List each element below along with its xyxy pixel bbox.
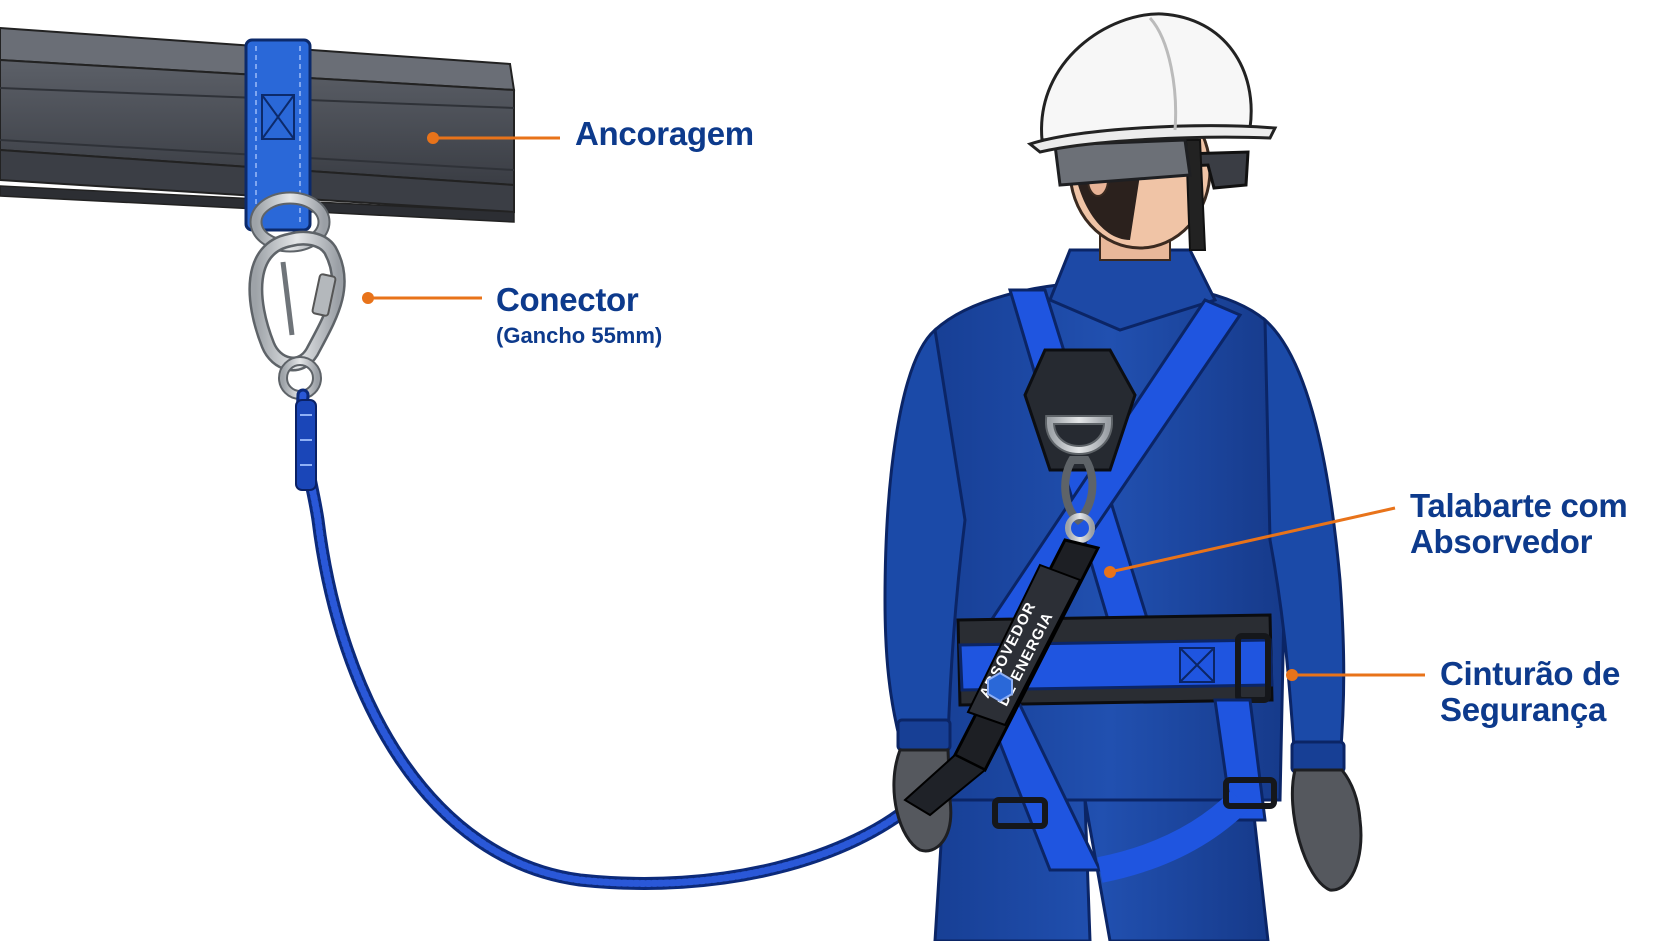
label-lanyard-line1: Talabarte com <box>1410 487 1628 524</box>
label-lanyard-line2: Absorvedor <box>1410 523 1593 561</box>
carabiner-icon <box>248 191 346 400</box>
label-lanyard: Talabarte com Absorvedor <box>1410 487 1628 561</box>
harness <box>956 288 1277 883</box>
label-connector-title: Conector <box>496 281 639 318</box>
leader-lines <box>362 132 1425 681</box>
leader-dot-anchor <box>427 132 439 144</box>
label-belt-line2: Segurança <box>1440 691 1607 729</box>
leader-line-lanyard <box>1109 506 1396 574</box>
label-belt-line1: Cinturão de <box>1440 655 1621 692</box>
worker: ABSOVEDOR DE ENERGIA <box>883 12 1363 941</box>
label-connector: Conector (Gancho 55mm) <box>496 281 663 349</box>
label-anchor: Ancoragem <box>575 115 754 152</box>
lanyard-rope <box>295 388 925 890</box>
leader-dot-connector <box>362 292 374 304</box>
leader-dot-lanyard <box>1104 566 1116 578</box>
leader-dot-belt <box>1286 669 1298 681</box>
label-connector-subtitle: (Gancho 55mm) <box>496 323 663 349</box>
label-anchor-title: Ancoragem <box>575 115 754 152</box>
anchor-strap <box>244 38 312 232</box>
label-belt: Cinturão de Segurança <box>1440 655 1621 729</box>
hard-hat-icon <box>1026 12 1278 154</box>
d-ring-icon <box>1045 415 1113 543</box>
